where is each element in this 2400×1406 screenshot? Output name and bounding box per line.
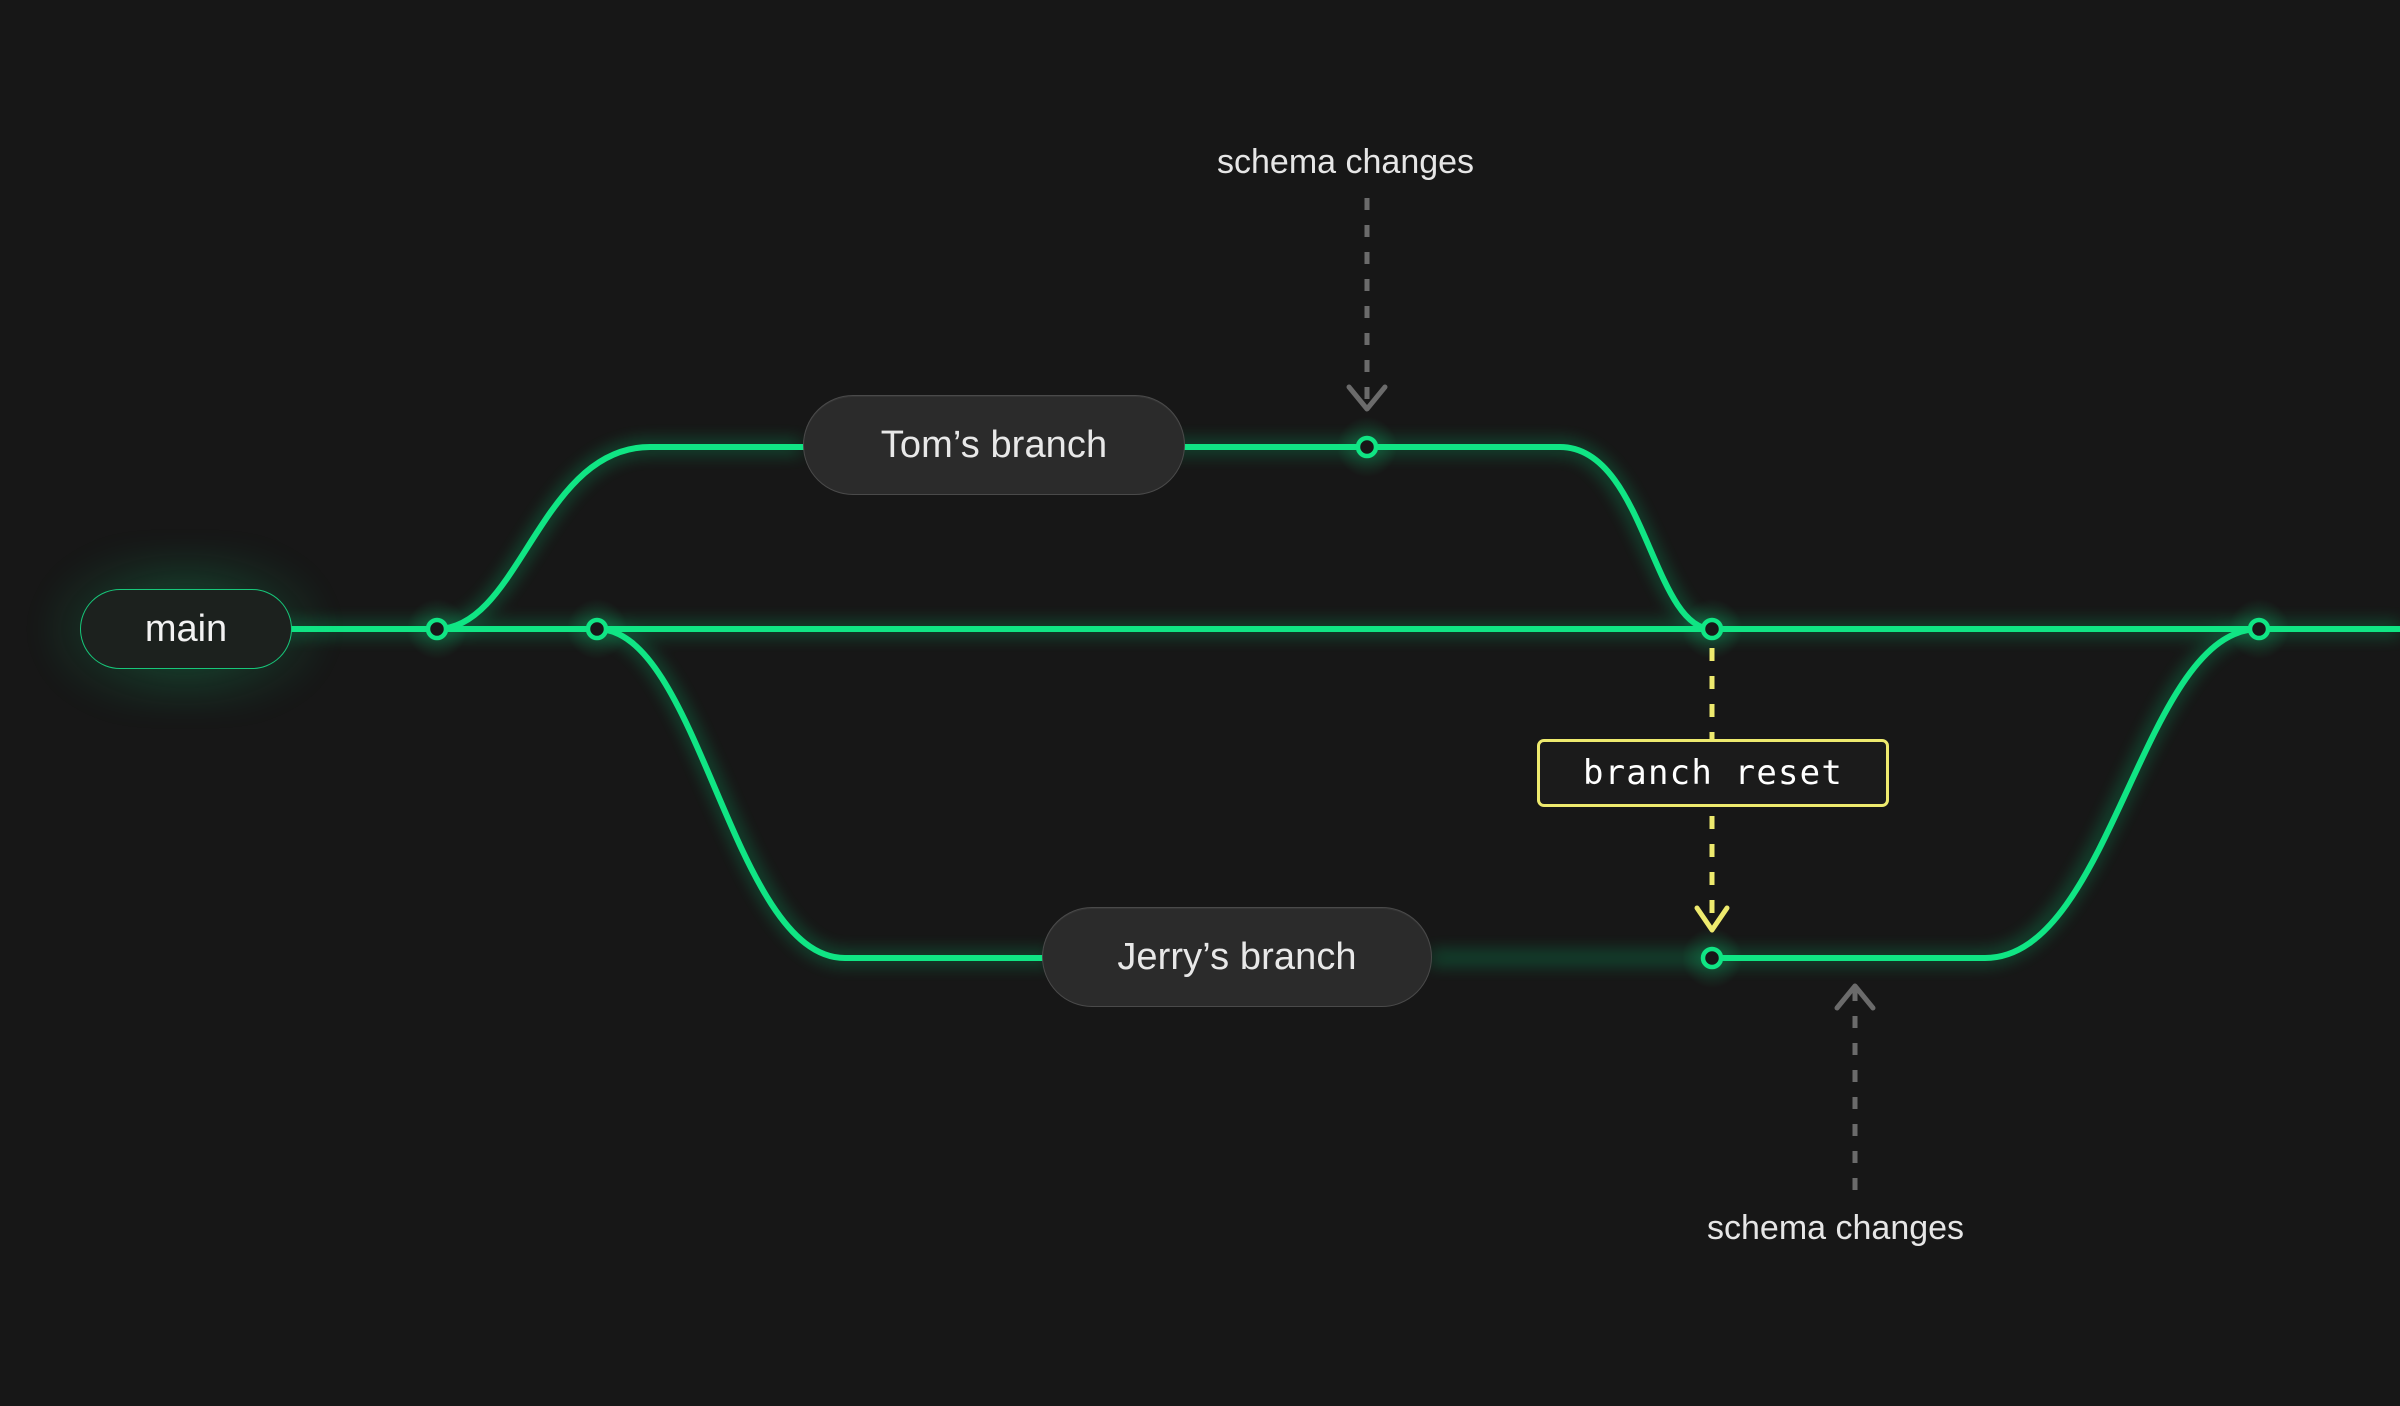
commit-node-main-final[interactable] — [2247, 617, 2271, 641]
commit-node-toms-branch[interactable] — [1355, 435, 1379, 459]
schema-changes-top-label: schema changes — [1217, 143, 1475, 181]
commit-node-main-merge[interactable] — [1700, 617, 1724, 641]
branch-reset-callout-label: branch reset — [1582, 753, 1844, 793]
toms-branch-pill[interactable]: Tom’s branch — [803, 395, 1185, 495]
toms-branch-label: Tom’s branch — [880, 423, 1108, 466]
commit-node-main-1[interactable] — [425, 617, 449, 641]
jerrys-branch-pill[interactable]: Jerry’s branch — [1042, 907, 1432, 1007]
branch-reset-callout[interactable]: branch reset — [1537, 739, 1889, 807]
graph-glow-layer — [190, 444, 2400, 961]
main-branch-label: main — [144, 607, 228, 650]
schema-changes-bottom-arrowhead-icon — [1834, 983, 1876, 1011]
jerrys-branch-rejoin-line — [1709, 626, 2262, 961]
branch-reset-arrowhead-icon — [1694, 905, 1730, 933]
main-branch-pill[interactable]: main — [80, 589, 292, 669]
schema-changes-top-arrowhead-icon — [1346, 384, 1388, 412]
toms-branch-merge-line — [1180, 444, 1715, 632]
toms-branch-fork-line — [434, 444, 809, 632]
jerrys-branch-label: Jerry’s branch — [1117, 935, 1357, 978]
commit-node-main-2[interactable] — [585, 617, 609, 641]
schema-changes-top-connector — [1346, 198, 1388, 412]
commit-node-jerrys-reset[interactable] — [1700, 946, 1724, 970]
commit-nodes — [407, 417, 2289, 988]
schema-changes-bottom-label: schema changes — [1707, 1209, 1965, 1247]
jerrys-branch-fork-line — [594, 626, 1048, 961]
schema-changes-bottom-connector — [1834, 983, 1876, 1190]
